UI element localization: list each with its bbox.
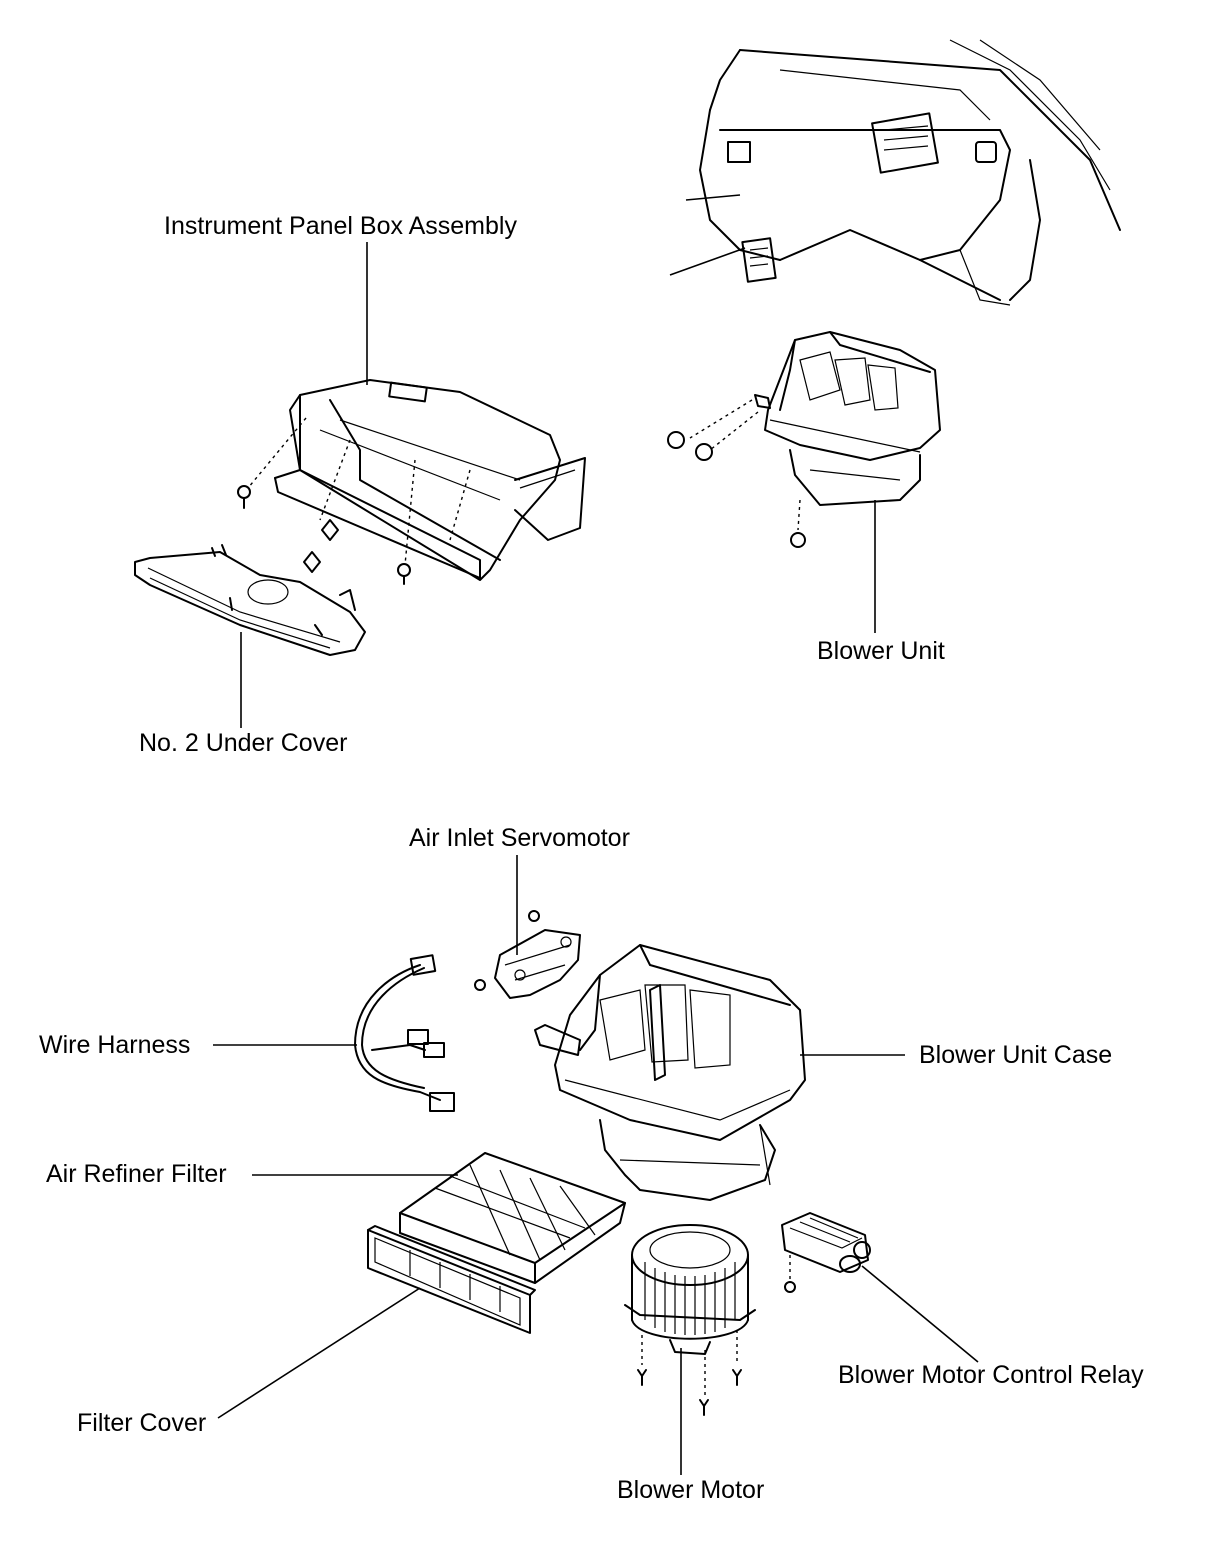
wire-harness-illustration [354, 954, 455, 1112]
label-blower-unit: Blower Unit [817, 637, 945, 665]
blower-motor-illustration [624, 1224, 756, 1416]
under-cover-illustration [134, 544, 366, 656]
air-refiner-filter-illustration [399, 1152, 626, 1284]
label-blower-motor: Blower Motor [617, 1476, 765, 1504]
label-filter-cover: Filter Cover [77, 1409, 207, 1437]
blower-unit-case-illustration [534, 944, 806, 1201]
leader-blower-motor-control-relay [861, 1265, 979, 1363]
blower-motor-control-relay-illustration [781, 1212, 871, 1293]
label-wire-harness: Wire Harness [39, 1031, 191, 1059]
filter-cover-illustration [367, 1225, 536, 1334]
label-blower-unit-case: Blower Unit Case [919, 1041, 1113, 1069]
air-inlet-servomotor-illustration [474, 910, 581, 999]
leader-filter-cover [217, 1287, 421, 1419]
label-blower-motor-control-relay: Blower Motor Control Relay [838, 1361, 1144, 1389]
label-air-inlet-servomotor: Air Inlet Servomotor [409, 824, 630, 852]
label-air-refiner-filter: Air Refiner Filter [46, 1160, 227, 1188]
label-no2-under-cover: No. 2 Under Cover [139, 729, 348, 757]
leader-lines [213, 242, 979, 1475]
dashboard-illustration [669, 39, 1121, 306]
instrument-panel-box-illustration [237, 379, 586, 585]
label-instrument-panel-box-assembly: Instrument Panel Box Assembly [164, 212, 517, 240]
blower-unit-illustration [667, 331, 941, 548]
